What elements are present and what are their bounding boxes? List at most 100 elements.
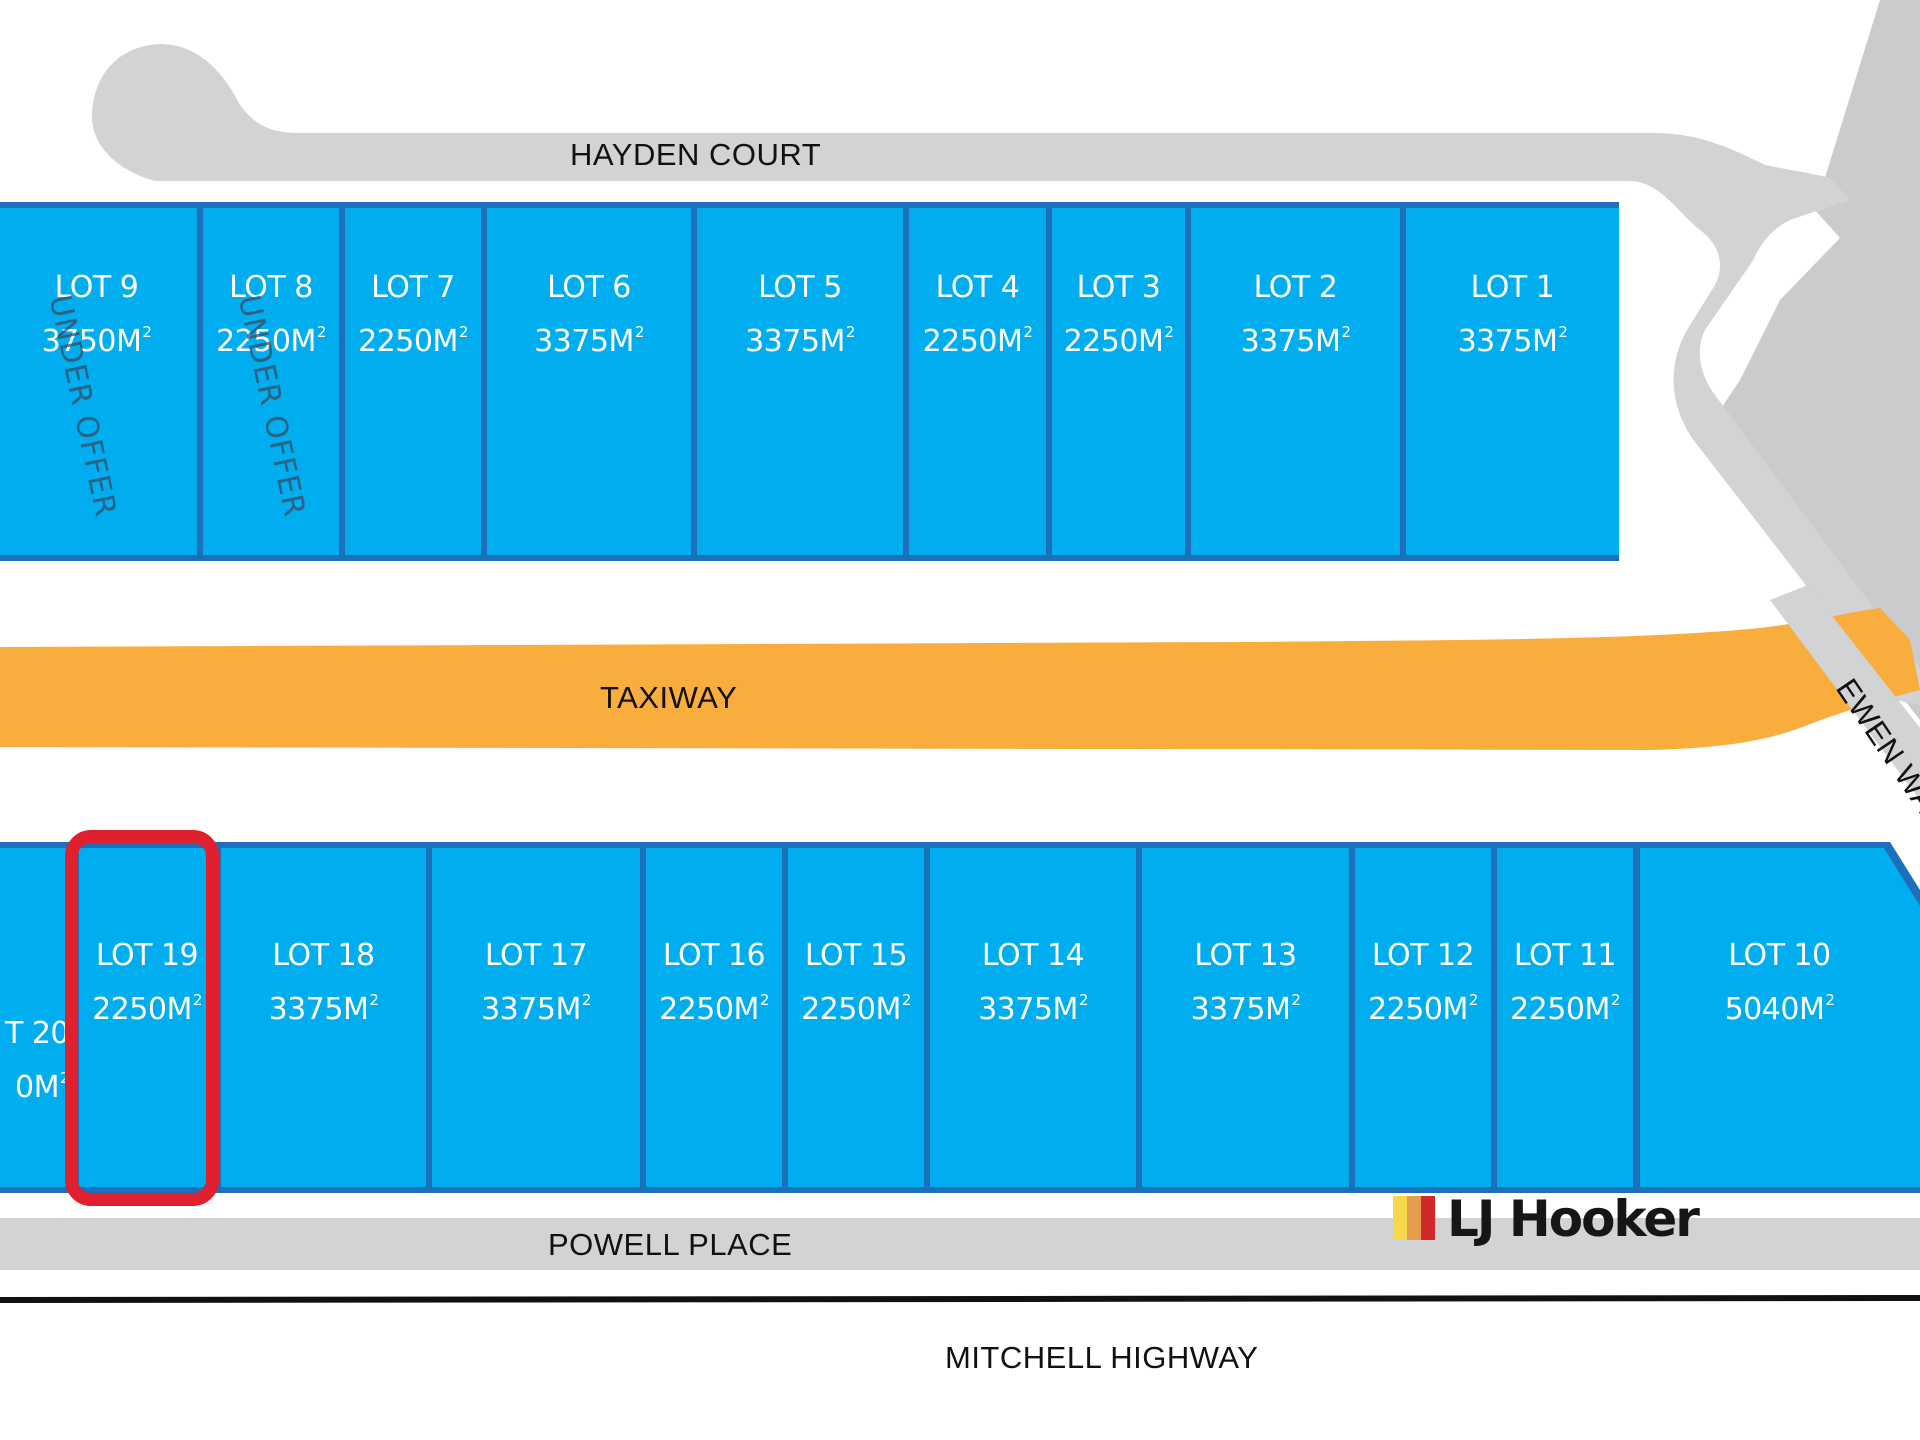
lot-area-unit: M: [996, 324, 1023, 359]
lot-area-value: 2250: [358, 324, 433, 359]
lot-area-unit-superscript: 2: [1164, 323, 1174, 341]
lot-area-unit: M: [555, 992, 581, 1027]
lot-area: 3375M2: [481, 978, 591, 1032]
lot-4[interactable]: LOT 4 2250M2: [909, 208, 1046, 555]
lot-area-unit: M: [342, 992, 369, 1027]
lot-area-value: 2250: [1063, 324, 1139, 359]
taxiway[interactable]: [0, 608, 1920, 750]
lot-area: 3375M2: [269, 978, 379, 1032]
lot-20[interactable]: T 20 0M2: [0, 848, 73, 1187]
lot-area-unit-superscript: 2: [759, 991, 770, 1009]
lot-18[interactable]: LOT 18 3375M2: [221, 848, 426, 1187]
road-ewen-way[interactable]: [1770, 585, 1920, 800]
lot-17[interactable]: LOT 17 3375M2: [432, 848, 640, 1187]
lot-name: LOT 5: [758, 270, 842, 305]
lot-area: 2250M2: [801, 978, 911, 1032]
adjacent-land-parcel: [1700, 0, 1920, 720]
lot-area-value: 3375: [1457, 324, 1533, 359]
mitchell-highway-label: MITCHELL HIGHWAY: [945, 1340, 1258, 1375]
lot-area-unit: M: [1531, 324, 1558, 359]
lot-area-unit-superscript: 2: [59, 1068, 70, 1087]
lot-name: LOT 13: [1194, 938, 1297, 973]
lot-area-unit: M: [1052, 992, 1078, 1027]
lot-area-unit-superscript: 2: [1291, 991, 1301, 1009]
mitchell-highway-line: [0, 1295, 1920, 1303]
lot-14[interactable]: LOT 14 3375M2: [930, 848, 1136, 1187]
lot-area-value: 3375: [978, 992, 1053, 1027]
lot-3[interactable]: LOT 3 2250M2: [1052, 208, 1185, 555]
lot-area: 2250M2: [1064, 310, 1174, 364]
road-hayden-court[interactable]: [91, 44, 1920, 705]
lot-9[interactable]: LOT 9 3750M2: [0, 208, 197, 555]
lot-area: 2250M2: [358, 310, 468, 364]
lot-5[interactable]: LOT 5 3375M2: [697, 208, 903, 555]
lot-area-value: 3375: [268, 992, 344, 1027]
lot-area: 2250M2: [216, 310, 326, 364]
lot-area-value: 2250: [659, 992, 734, 1027]
lot-area: 5040M2: [1725, 978, 1835, 1032]
logo-bar-red: [1421, 1196, 1435, 1240]
lot-area-unit: M: [166, 992, 192, 1027]
lot-area-unit: M: [1137, 324, 1164, 359]
lot-name: LOT 9: [54, 270, 139, 305]
lot-area-value: 3375: [1190, 992, 1266, 1027]
taxiway-label: TAXIWAY: [600, 680, 737, 715]
lot-area-value: 2250: [922, 324, 998, 359]
lot-area-unit-superscript: 2: [1825, 991, 1835, 1009]
road-powell-place[interactable]: [0, 1218, 1920, 1270]
lot-area-unit: M: [1798, 992, 1825, 1027]
lot-name: LOT 3: [1076, 270, 1161, 305]
lot-area-unit-superscript: 2: [458, 323, 469, 341]
lot-area: 3375M2: [978, 978, 1088, 1032]
lot-area: 3375M2: [745, 310, 855, 364]
logo-wordmark: LJ Hooker: [1447, 1190, 1700, 1248]
lot-name: T 20: [4, 1015, 70, 1051]
lot-area-value: 2250: [216, 324, 291, 359]
lot-area-unit-superscript: 2: [1341, 323, 1351, 341]
lot-name: LOT 16: [662, 938, 766, 973]
lot-name: LOT 11: [1513, 938, 1617, 973]
lot-13[interactable]: LOT 13 3375M2: [1142, 848, 1349, 1187]
lot-name: LOT 4: [935, 270, 1020, 305]
lot-area-unit-superscript: 2: [901, 991, 912, 1009]
lot-8[interactable]: LOT 8 2250M2: [203, 208, 339, 555]
lot-area-unit-superscript: 2: [1023, 323, 1033, 341]
lot-name: LOT 12: [1371, 938, 1475, 973]
lot-area-value: 2250: [801, 992, 876, 1027]
lot-area-value: 5040: [1724, 992, 1800, 1027]
lot-area: 0M2: [15, 1056, 70, 1110]
hayden-court-label: HAYDEN COURT: [570, 137, 821, 172]
lot-area-value: 3375: [745, 324, 820, 359]
lot-area-unit: M: [1264, 992, 1291, 1027]
lot-area-value: 3750: [41, 324, 117, 359]
lot-10[interactable]: LOT 10 5040M2: [1639, 848, 1920, 1187]
lot-area: 3375M2: [1191, 978, 1301, 1032]
lot-area-unit: M: [1584, 992, 1610, 1027]
lot-name: LOT 14: [981, 938, 1085, 973]
powell-place-label: POWELL PLACE: [548, 1227, 792, 1262]
lot-area-unit: M: [1314, 324, 1341, 359]
logo-bar-yellow: [1393, 1196, 1407, 1240]
lot-area: 3750M2: [42, 310, 152, 364]
lot-area-unit: M: [819, 324, 845, 359]
lot-name: LOT 8: [229, 270, 313, 305]
lot-area: 3375M2: [534, 310, 644, 364]
lot-area: 3375M2: [1241, 310, 1351, 364]
lot-area-unit: M: [875, 992, 901, 1027]
lot-area-unit: M: [33, 1069, 60, 1105]
lot-10-fill: [1640, 848, 1920, 1187]
lot-name: LOT 10: [1728, 938, 1831, 973]
lot-name: LOT 17: [484, 938, 588, 973]
lot-name: LOT 18: [272, 938, 375, 973]
lot-area-unit-superscript: 2: [192, 991, 203, 1009]
lot-area-unit: M: [115, 324, 142, 359]
